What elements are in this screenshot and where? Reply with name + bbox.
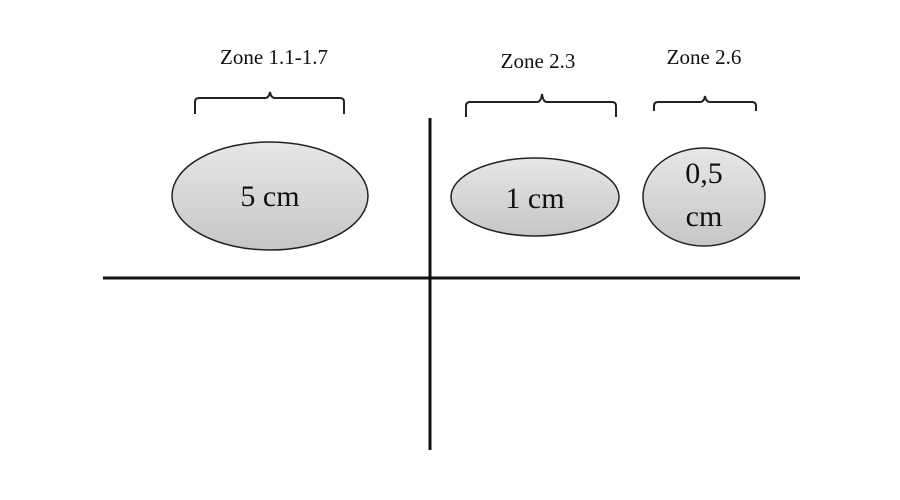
size-label-line-1: 0,5 [685, 157, 723, 190]
zone-group-2: Zone 2.3 1 cm [450, 49, 620, 237]
size-label-line-2: cm [686, 200, 723, 233]
size-ellipse [171, 141, 369, 251]
zone-bracket [465, 93, 617, 117]
size-ellipse [642, 147, 766, 247]
size-label: 5 cm [240, 180, 299, 213]
size-label: 1 cm [505, 182, 564, 215]
zone-group-3: Zone 2.6 0,5 cm [642, 45, 766, 247]
zone-label: Zone 2.3 [501, 49, 576, 73]
zone-group-1: Zone 1.1-1.7 5 cm [171, 45, 369, 251]
zone-bracket [194, 91, 345, 114]
zone-label: Zone 2.6 [667, 45, 742, 69]
zone-label: Zone 1.1-1.7 [220, 45, 328, 69]
zone-bracket [653, 95, 757, 111]
size-ellipse [450, 157, 620, 237]
